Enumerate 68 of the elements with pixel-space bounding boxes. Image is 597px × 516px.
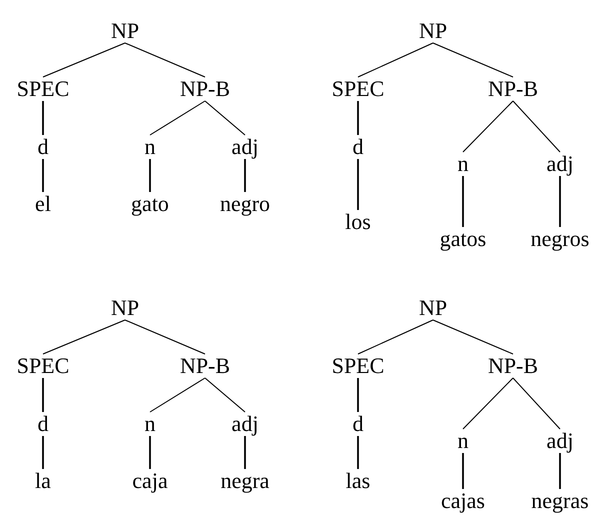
tree-branch <box>42 159 44 192</box>
tree-label: SPEC <box>330 76 386 102</box>
tree-branch <box>244 159 246 192</box>
tree-label: n <box>456 151 470 177</box>
tree-branch <box>149 436 151 469</box>
tree-branch <box>462 176 464 227</box>
tree-label: NP <box>418 295 448 321</box>
tree-label: adj <box>230 134 260 160</box>
tree-label: d <box>352 411 364 437</box>
tree-branch <box>462 453 464 489</box>
tree-branch <box>432 42 514 78</box>
tree-label: los <box>344 209 372 235</box>
tree-branch <box>357 159 359 210</box>
tree-label: las <box>344 468 372 494</box>
tree-label: caja <box>131 468 169 494</box>
tree-label: la <box>34 468 52 494</box>
tree-branch <box>244 436 246 469</box>
tree-branch <box>357 101 359 135</box>
tree-label: d <box>352 134 364 160</box>
tree-label: adj <box>546 428 574 454</box>
tree-label: gato <box>130 191 170 217</box>
tree-branch <box>42 320 126 354</box>
tree-label: negro <box>218 191 272 217</box>
tree-label: NP <box>110 18 140 44</box>
tree-branch <box>462 100 514 152</box>
tree-branch <box>462 378 514 430</box>
tree-branch <box>357 436 359 469</box>
tree-label: SPEC <box>330 353 386 379</box>
tree-label: el <box>34 191 52 217</box>
tree-branch <box>432 320 514 354</box>
tree-branch <box>149 159 151 192</box>
tree-branch <box>124 42 206 78</box>
tree-label: gatos <box>438 226 488 252</box>
tree-branch <box>358 42 434 78</box>
tree-branch <box>42 42 126 78</box>
tree-branch <box>358 320 434 354</box>
tree-branch <box>512 100 560 152</box>
tree-label: negros <box>530 226 590 252</box>
tree-label: d <box>36 134 50 160</box>
tree-branch <box>124 320 206 354</box>
tree-branch <box>512 378 560 430</box>
tree-label: SPEC <box>16 353 70 379</box>
tree-branch <box>42 378 44 412</box>
tree-branch <box>204 100 246 136</box>
tree-label: SPEC <box>16 76 70 102</box>
tree-label: n <box>456 428 470 454</box>
tree-label: adj <box>546 151 574 177</box>
tree-label: NP-B <box>178 76 232 102</box>
tree-label: NP <box>110 295 140 321</box>
tree-branch <box>42 436 44 469</box>
tree-branch <box>42 101 44 135</box>
tree-label: n <box>144 411 156 437</box>
tree-branch <box>150 378 206 412</box>
tree-branch <box>150 100 206 136</box>
tree-label: NP-B <box>486 76 540 102</box>
tree-branch <box>204 378 246 412</box>
tree-label: adj <box>230 411 260 437</box>
tree-label: d <box>36 411 50 437</box>
tree-label: NP-B <box>178 353 232 379</box>
tree-label: negras <box>530 488 590 514</box>
tree-branch <box>559 453 561 489</box>
tree-label: NP-B <box>486 353 540 379</box>
tree-label: n <box>144 134 156 160</box>
tree-branch <box>559 176 561 227</box>
tree-label: NP <box>418 18 448 44</box>
tree-label: cajas <box>440 488 486 514</box>
tree-label: negra <box>220 468 270 494</box>
tree-branch <box>357 378 359 412</box>
